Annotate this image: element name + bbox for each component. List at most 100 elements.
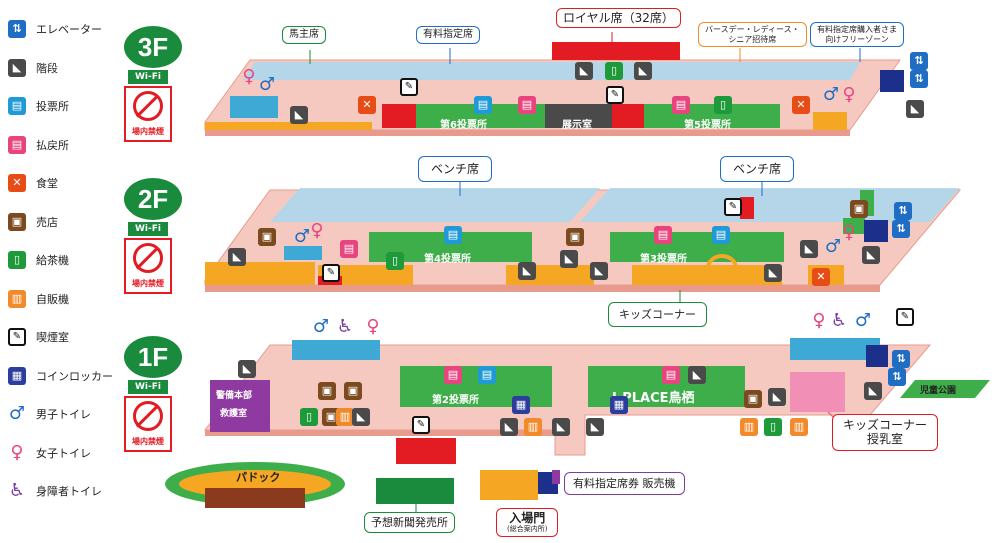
stairs-icon: ◣ [228,248,246,266]
toilet-block-1f-left [292,340,380,360]
booth5-label: 第5投票所 [684,120,731,131]
elevator-icon: ⇅ [892,220,910,238]
legend-item: ♀ 女子トイレ [8,442,91,464]
callout-royal-seats[interactable]: ロイヤル席（32席） [556,8,681,29]
cafeteria-icon: ✕ [8,174,26,192]
callout-bench-left[interactable]: ベンチ席 [418,156,493,183]
toilet-block-1f-right [790,338,880,360]
cafeteria-icon: ✕ [792,96,810,114]
payout-icon: ▤ [518,96,536,114]
stairs-icon: ◣ [764,264,782,282]
legend-label: 身障者トイレ [36,485,102,498]
jplace-label: J-PLACE鳥栖 [612,391,695,406]
callout-reserved-ticket-vending[interactable]: 有料指定席券 販売機 [564,472,685,496]
newspaper-stand [376,478,454,504]
womens-toilet-icon: ♀ [366,316,380,337]
stairs-icon: ◣ [906,100,924,118]
legend-label: コインロッカー [36,369,113,383]
stairs-icon: ◣ [590,262,608,280]
legend-label: 男子トイレ [36,408,91,421]
legend-label: 売店 [36,215,58,229]
elevator-icon: ⇅ [892,350,910,368]
legend-item: ✎喫煙室 [8,326,69,348]
tea-machine-icon: ▯ [386,252,404,270]
stairs-icon: ◣ [586,418,604,436]
shop-icon: ▣ [258,228,276,246]
callout-bench-right[interactable]: ベンチ席 [720,156,795,183]
payout-icon: ▤ [340,240,358,258]
entrance-block [480,470,538,500]
tea-machine-icon: ▯ [764,418,782,436]
legend-label: 階段 [36,61,58,75]
exhibition-room [545,104,612,128]
booth6-red [382,104,416,128]
seats-2f-left [270,188,600,222]
shop-icon: ▣ [744,390,762,408]
payout-icon: ▤ [444,366,462,384]
stairs-icon: ◣ [500,418,518,436]
elevator-icon: ⇅ [910,70,928,88]
womens-toilet-icon: ♀ [10,441,24,463]
callout-newspaper[interactable]: 予想新聞発売所 [364,512,455,534]
vending-machine-icon: ▥ [740,418,758,436]
womens-toilet-icon: ♀ [842,84,856,105]
smoking-room-icon: ✎ [724,198,742,216]
shop-icon: ▣ [344,382,362,400]
callout-owner-seats[interactable]: 馬主席 [282,26,326,44]
cafeteria-icon: ✕ [358,96,376,114]
stairs-icon: ◣ [688,366,706,384]
callout-kids-corner[interactable]: キッズコーナー [608,302,707,328]
floor-3f-front [205,130,850,136]
smoking-room-icon: ✎ [896,308,914,326]
vending-machine-icon: ▥ [336,408,354,426]
shop-icon: ▣ [318,382,336,400]
mens-toilet-icon: ♂ [822,84,840,105]
payout-icon: ▤ [662,366,680,384]
elevator-icon: ⇅ [894,202,912,220]
smoking-room-icon: ✎ [412,416,430,434]
legend-label: 女子トイレ [36,446,91,460]
entrance-label: 入場門 [509,511,546,525]
callout-birthday-seats[interactable]: バースデー・レディース・ シニア招待席 [698,22,807,48]
booth4-label: 第4投票所 [424,254,471,265]
womens-toilet-icon: ♀ [310,220,324,241]
floor-3f-badge: 3F [124,26,182,68]
accessible-toilet-icon: ♿ [8,480,26,501]
floor-1f-badge: 1F [124,336,182,378]
legend-item: ♿ 身障者トイレ [8,480,102,502]
payout-icon: ▤ [672,96,690,114]
cafeteria-icon: ✕ [812,268,830,286]
callout-kids-nursing[interactable]: キッズコーナー 授乳室 [832,414,939,451]
stairs-icon: ◣ [634,62,652,80]
legend-item: ▤払戻所 [8,134,69,156]
smoking-room-icon: ✎ [8,328,26,346]
booth2-label: 第2投票所 [432,395,479,406]
booth4-room [369,232,532,262]
callout-reserved-seats[interactable]: 有料指定席 [416,26,480,44]
stairs-icon: ◣ [352,408,370,426]
first-aid-label: 救護室 [220,409,248,419]
legend-item: ⇅エレベーター [8,18,102,40]
betting-booth-icon: ▤ [474,96,492,114]
stairs-icon: ◣ [768,388,786,406]
payout-icon: ▤ [654,226,672,244]
smoking-room-icon: ✎ [322,264,340,282]
tea-machine-icon: ▯ [605,62,623,80]
callout-entrance[interactable]: 入場門 (総合案内所) [496,508,559,537]
legend-label: エレベーター [36,23,102,36]
stairs-icon: ◣ [552,418,570,436]
legend-item: ▣ 売店 [8,211,58,233]
shop-icon: ▣ [8,212,26,231]
legend-label: 投票所 [36,100,69,113]
womens-toilet-icon: ♀ [812,310,826,331]
elevator-icon: ⇅ [910,52,928,70]
entrance-sublabel: (総合案内所) [507,525,548,534]
stairs-icon: ◣ [862,246,880,264]
seats-3f [243,62,860,80]
exhibition-label: 展示室 [562,120,592,131]
stairs-icon: ◣ [518,262,536,280]
callout-free-zone[interactable]: 有料指定席購入者さま 向けフリーゾーン [810,22,904,48]
shop-icon: ▣ [850,200,868,218]
vending-machine-icon: ▥ [8,289,26,308]
booth3-label: 第3投票所 [640,254,687,265]
